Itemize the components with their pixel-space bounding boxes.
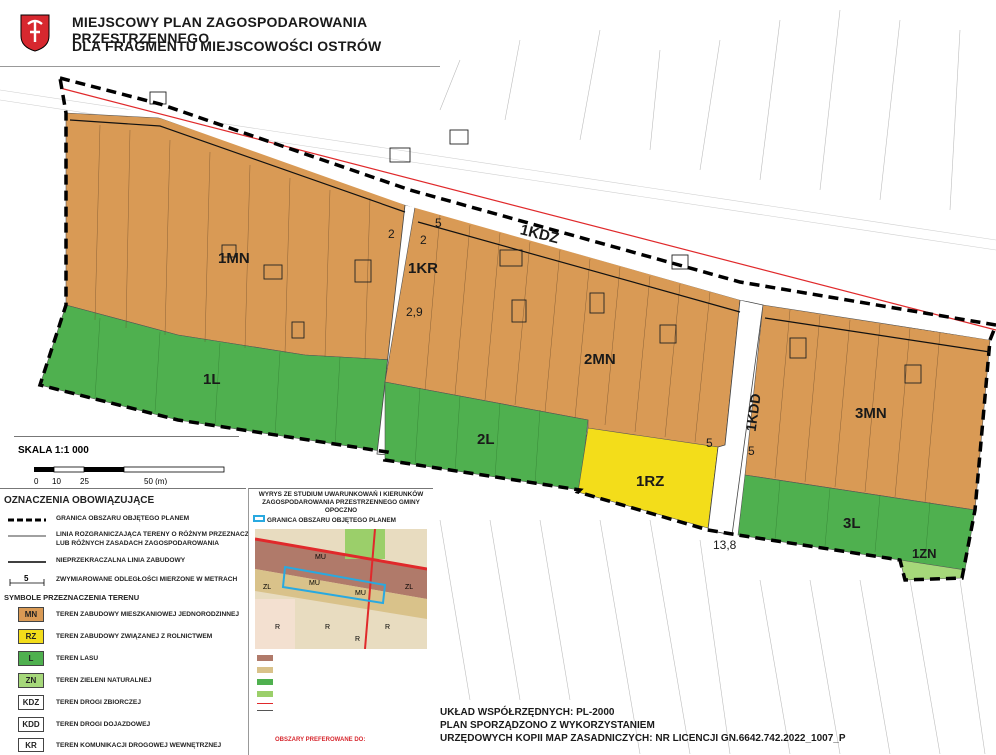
zone-label-1l: 1L	[203, 371, 221, 388]
dashed-boundary-icon	[8, 518, 46, 522]
dimension-2-left: 2	[388, 227, 395, 241]
zone-label-2mn: 2MN	[584, 351, 616, 368]
footer-line-3: URZĘDOWYCH KOPII MAP ZASADNICZYCH: NR LI…	[440, 733, 846, 744]
study-boundary-swatch	[253, 515, 265, 522]
divider-line-icon	[8, 535, 46, 537]
dimension-arrow-icon: 5	[9, 574, 45, 586]
study-preferred-heading: OBSZARY PREFEROWANE DO:	[275, 737, 366, 743]
study-title: WYRYS ZE STUDIUM UWARUNKOWAŃ I KIERUNKÓW…	[258, 491, 424, 514]
dimension-5-b: 5	[706, 436, 713, 450]
footer-line-1: UKŁAD WSPÓŁRZĘDNYCH: PL-2000	[440, 707, 615, 718]
study-inset: WYRYS ZE STUDIUM UWARUNKOWAŃ I KIERUNKÓW…	[248, 488, 433, 755]
building-line-icon	[8, 561, 46, 563]
dimension-13-8: 13,8	[713, 538, 737, 552]
legend-title: OZNACZENIA OBOWIĄZUJĄCE	[4, 495, 155, 506]
svg-text:R: R	[385, 624, 390, 631]
legend: OZNACZENIA OBOWIĄZUJĄCE GRANICA OBSZARU …	[0, 488, 265, 755]
study-map: MU MU MU R R ZL ZL R R	[255, 529, 427, 649]
scale-tick-25: 25	[80, 477, 89, 485]
zone-label-1mn: 1MN	[218, 250, 250, 267]
scale-block: SKALA 1:1 000 0 10 25 50 (m)	[14, 436, 239, 487]
title-line-2: DLA FRAGMENTU MIEJSCOWOŚCI OSTRÓW	[72, 38, 382, 54]
svg-text:ZL: ZL	[405, 584, 413, 591]
dimension-2-right: 2	[420, 233, 427, 247]
parcel-boundaries	[94, 124, 941, 503]
zone-label-1zn: 1ZN	[912, 546, 937, 561]
dimension-5-a: 5	[435, 216, 442, 230]
zone-label-2l: 2L	[477, 431, 495, 448]
svg-text:MU: MU	[355, 590, 366, 597]
scale-bar: 0 10 25 50 (m)	[34, 466, 225, 485]
title-block: MIEJSCOWY PLAN ZAGOSPODAROWANIA PRZESTRZ…	[0, 0, 440, 67]
footer-line-2: PLAN SPORZĄDZONO Z WYKORZYSTANIEM	[440, 720, 655, 731]
road-red-line	[59, 87, 996, 331]
svg-text:R: R	[275, 624, 280, 631]
svg-text:5: 5	[24, 574, 29, 583]
svg-text:MU: MU	[309, 580, 320, 587]
building-limit-lines	[69, 119, 991, 353]
buildings	[149, 91, 922, 384]
zone-label-1rz: 1RZ	[636, 473, 664, 490]
scale-tick-50: 50 (m)	[144, 477, 167, 485]
symbols-heading: SYMBOLE PRZEZNACZENIA TERENU	[4, 593, 140, 602]
forest-parcel-lines	[94, 317, 931, 561]
svg-text:ZL: ZL	[263, 584, 271, 591]
dimension-5-c: 5	[748, 444, 755, 458]
scale-title: SKALA 1:1 000	[18, 445, 89, 456]
svg-text:R: R	[325, 624, 330, 631]
zone-label-3l: 3L	[843, 515, 861, 532]
plan-boundary	[37, 76, 996, 582]
zone-label-1kdd: 1KDD	[743, 392, 764, 432]
zone-label-1kr: 1KR	[408, 260, 438, 277]
footer-info: UKŁAD WSPÓŁRZĘDNYCH: PL-2000 PLAN SPORZĄ…	[440, 706, 996, 745]
zone-label-3mn: 3MN	[855, 405, 887, 422]
svg-text:R: R	[355, 636, 360, 643]
study-boundary-label: GRANICA OBSZARU OBJĘTEGO PLANEM	[267, 517, 397, 524]
dimension-2-9: 2,9	[406, 305, 423, 319]
title-line-1: MIEJSCOWY PLAN ZAGOSPODAROWANIA PRZESTRZ…	[72, 14, 367, 46]
scale-tick-0: 0	[34, 477, 39, 485]
study-legend-swatches	[257, 655, 273, 717]
scale-tick-10: 10	[52, 477, 61, 485]
svg-text:MU: MU	[315, 554, 326, 561]
municipal-crest-icon	[20, 14, 50, 52]
